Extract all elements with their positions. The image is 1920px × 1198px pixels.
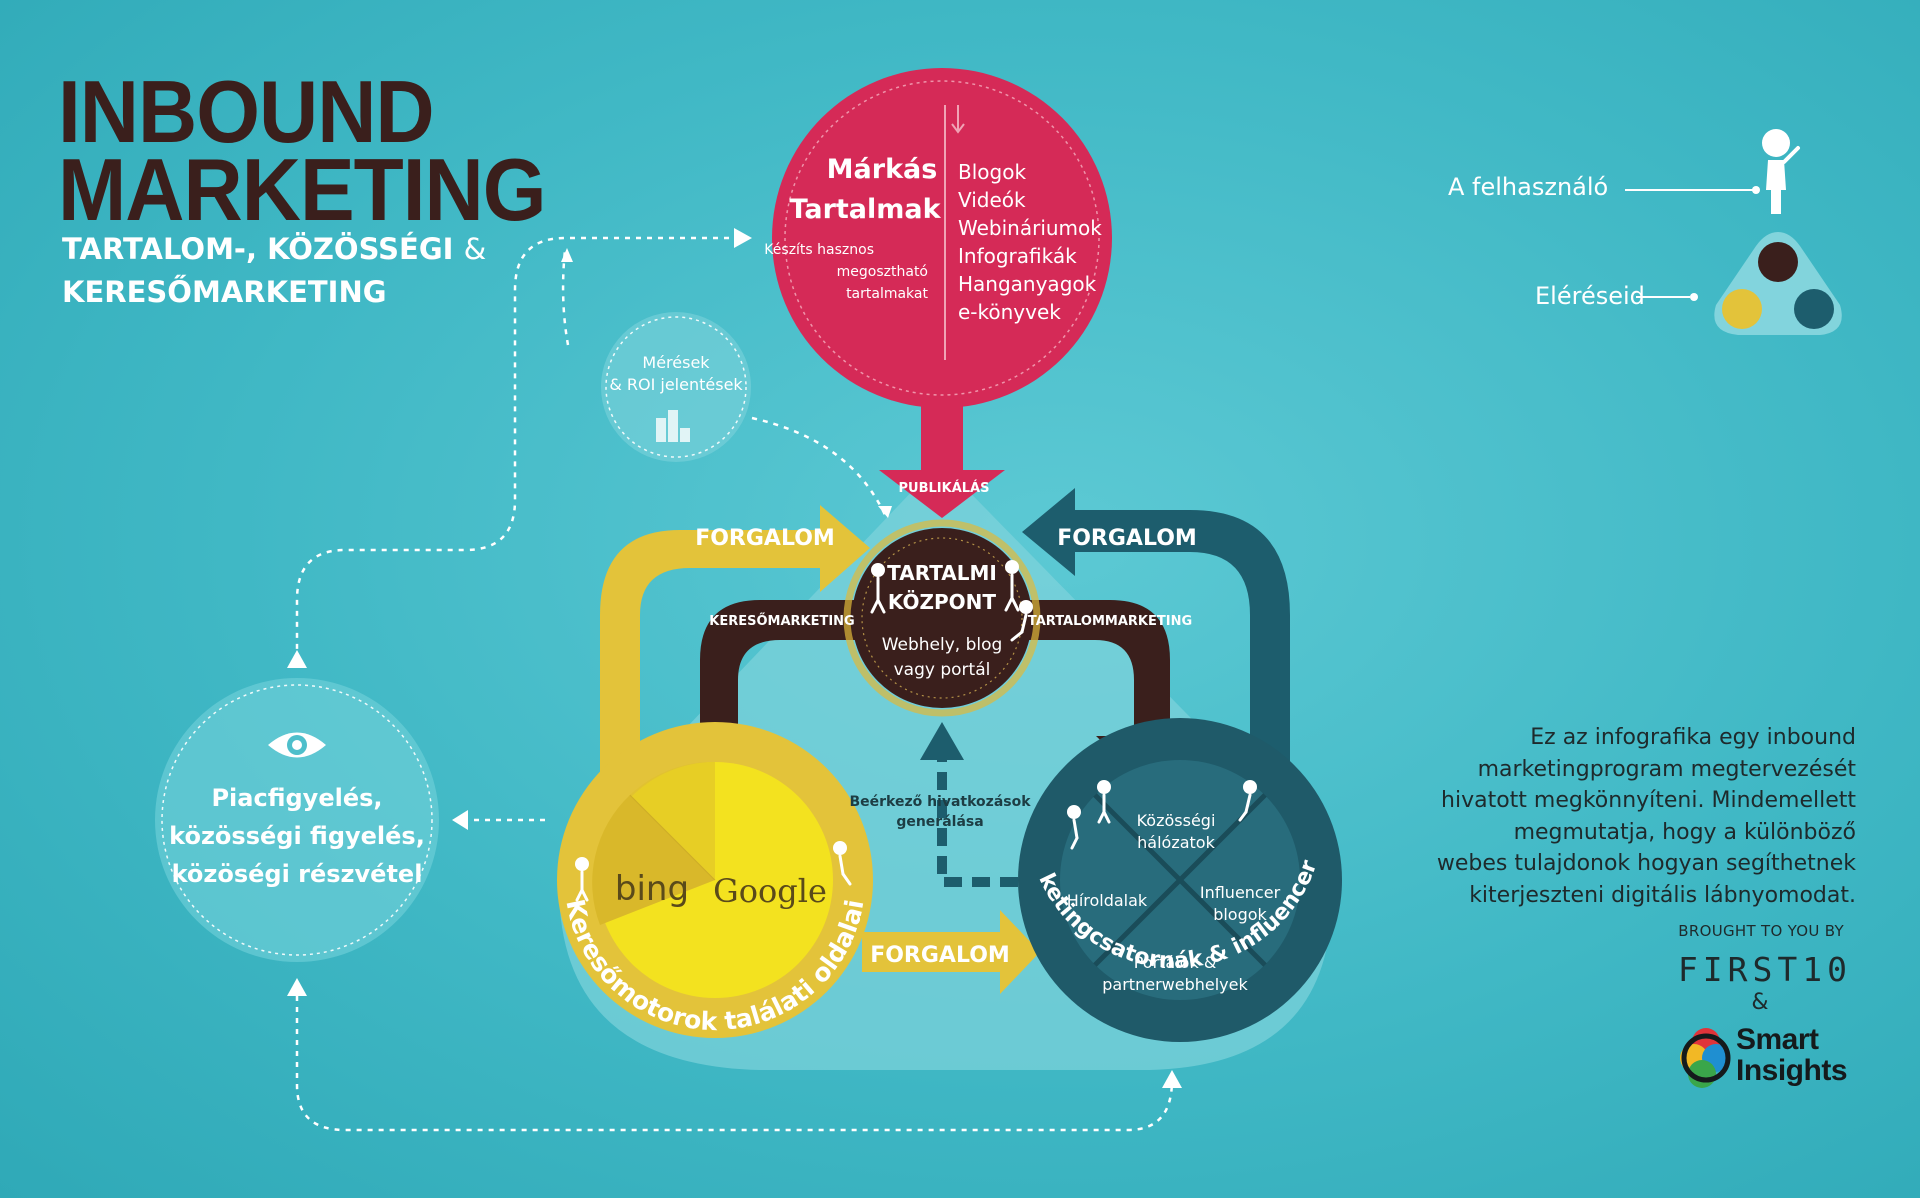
hub-sub-1: Webhely, blog [882, 635, 1003, 655]
page-title: INBOUND MARKETING [58, 63, 547, 240]
description-text: Ez az infografika egy inbound marketingp… [1400, 722, 1856, 911]
legend-graphic [1625, 129, 1842, 335]
branded-item-4: Hanganyagok [958, 272, 1097, 296]
ext-q-right-1: Influencer [1200, 883, 1281, 902]
branded-title-1: Márkás [827, 154, 938, 185]
smart-insights-logo: Smart Insights [1676, 1018, 1856, 1094]
first10-logo: FIRST10 [1677, 950, 1852, 989]
loop-arrowheads [287, 228, 1182, 1088]
google-logo: Google [713, 872, 827, 910]
subtitle-line-2: KERESŐMARKETING [62, 275, 387, 309]
monitoring-line-1: Piacfigyelés, [211, 784, 382, 812]
traffic-arrow-bottom [862, 910, 1040, 994]
serp-pie-slice [592, 795, 715, 925]
credits-amp: & [1751, 990, 1769, 1015]
user-icon [1762, 129, 1790, 157]
insights-label: Insights [1736, 1054, 1848, 1087]
description-line: kiterjeszteni digitális lábnyomodat. [1469, 882, 1856, 908]
traffic-label-right: FORGALOM [1057, 526, 1197, 551]
hub-sub-2: vagy portál [894, 660, 991, 680]
smart-insights-icon [1680, 1028, 1731, 1088]
eye-icon [268, 732, 326, 758]
traffic-label-bottom: FORGALOM [870, 943, 1010, 968]
bing-logo: bing [615, 869, 689, 909]
monitoring-line-3: közöségi részvétel [172, 860, 423, 888]
description-line: hivatott megkönnyíteni. Mindemellett [1441, 788, 1856, 813]
legend-user-label: A felhasználó [1448, 173, 1609, 201]
branded-note-1: Készíts hasznos [764, 242, 874, 258]
subtitle-line-1: TARTALOM-, KÖZÖSSÉGI [62, 232, 454, 266]
feedback-loop [295, 236, 1174, 1132]
ext-q-bottom-2: partnerwebhelyek [1102, 975, 1248, 994]
seo-label: KERESŐMARKETING [709, 613, 854, 629]
traffic-label-left: FORGALOM [695, 526, 835, 551]
description-line: marketingprogram megtervezését [1477, 756, 1856, 782]
publish-label: PUBLIKÁLÁS [899, 480, 990, 496]
publish-arrow [879, 398, 1005, 518]
branded-item-3: Infografikák [958, 244, 1077, 268]
measurement-bubble [601, 312, 751, 462]
title-line-2: MARKETING [58, 140, 547, 240]
ext-q-bottom-1: Portálok & [1134, 953, 1217, 972]
inbound-links-line-1: Beérkező hivatkozások [849, 794, 1031, 810]
description-line: Ez az infografika egy inbound [1530, 725, 1856, 750]
smart-label: Smart [1736, 1023, 1819, 1056]
measurement-line-2: & ROI jelentések [609, 375, 743, 394]
hub-title-2: KÖZPONT [888, 590, 997, 614]
page-subtitle: TARTALOM-, KÖZÖSSÉGI & KERESŐMARKETING [62, 228, 486, 314]
branded-item-1: Videók [958, 188, 1026, 212]
person-icons [575, 560, 1257, 902]
measurement-line-1: Mérések [642, 353, 710, 372]
legend-reach-label: Eléréseid [1535, 282, 1645, 310]
subtitle-amp: & [463, 232, 487, 266]
description-line: webes tulajdonok hogyan segíthetnek [1436, 851, 1856, 876]
inbound-links-line-2: generálása [896, 814, 983, 830]
ext-q-top-1: Közösségi [1137, 811, 1216, 830]
bar-chart-icon [656, 410, 690, 442]
ext-q-left: Híroldalak [1067, 891, 1148, 910]
branded-note-3: tartalmakat [846, 286, 928, 302]
branded-content-circle [772, 68, 1112, 408]
branded-note-2: megosztható [837, 264, 928, 280]
brought-to-you-label: BROUGHT TO YOU BY [1678, 922, 1844, 940]
ext-q-top-2: hálózatok [1137, 833, 1215, 852]
hub-title-1: TARTALMI [887, 561, 997, 585]
description-line: megmutatja, hogy a különböző [1513, 819, 1856, 845]
content-hub-circle [852, 528, 1032, 708]
branded-title-2: Tartalmak [789, 194, 941, 225]
branded-item-0: Blogok [958, 160, 1026, 184]
branded-item-5: e-könyvek [958, 300, 1061, 324]
monitoring-bubble [155, 678, 439, 962]
content-marketing-label: TARTALOMMARKETING [1028, 614, 1192, 629]
branded-item-2: Webináriumok [958, 216, 1102, 240]
title-line-1: INBOUND [58, 63, 435, 162]
ext-q-right-2: blogok [1213, 905, 1267, 924]
monitoring-line-2: közösségi figyelés, [169, 822, 425, 850]
